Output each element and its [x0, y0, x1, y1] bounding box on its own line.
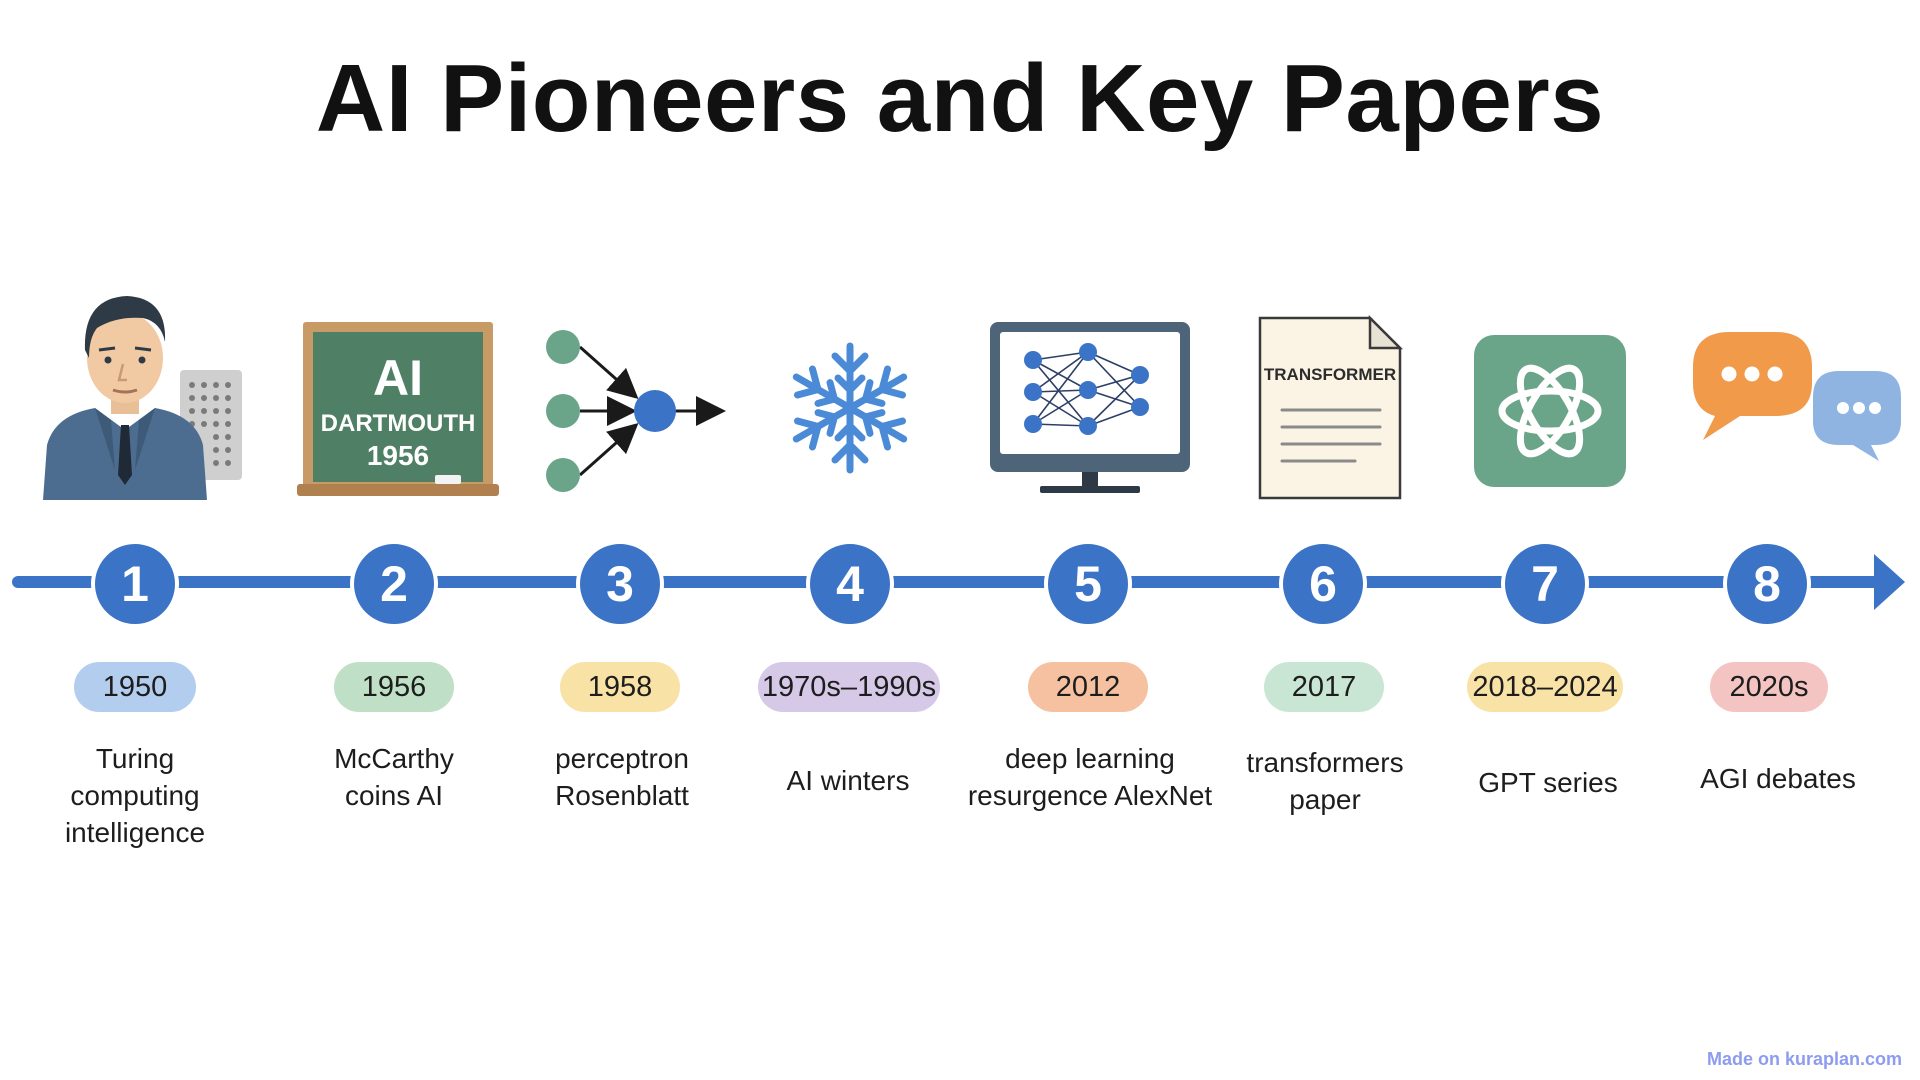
- description-line: intelligence: [64, 817, 206, 848]
- description-line: McCarthy: [334, 743, 454, 774]
- year-pill-5: 2012: [1028, 662, 1148, 712]
- neural-network-monitor-icon: [970, 280, 1210, 510]
- description-line: computing: [70, 780, 200, 811]
- description-line: AI winters: [786, 765, 910, 796]
- document-icon: TRANSFORMER: [1210, 280, 1450, 510]
- year-pill-3: 1958: [560, 662, 680, 712]
- chalkboard-icon: AI DARTMOUTH 1956: [275, 280, 515, 510]
- chalkboard-line2-text: 1956: [367, 440, 429, 471]
- timeline-arrowhead-icon: [1874, 554, 1905, 610]
- year-pill-4: 1970s–1990s: [758, 662, 940, 712]
- year-pill-2: 1956: [334, 662, 454, 712]
- year-pill-8: 2020s: [1710, 662, 1828, 712]
- alan-turing-portrait-icon: [15, 280, 255, 510]
- credit-link[interactable]: Made on kuraplan.com: [1706, 1049, 1902, 1069]
- description-line: paper: [1289, 784, 1361, 815]
- milestone-description-7: GPT series: [1418, 764, 1678, 801]
- milestone-description-2: McCarthy coins AI: [264, 740, 524, 814]
- description-line: deep learning: [1005, 743, 1175, 774]
- description-line: GPT series: [1478, 767, 1618, 798]
- perceptron-icon: [500, 280, 740, 510]
- milestone-number-8: 8: [1753, 556, 1781, 612]
- milestone-description-1: Turing computing intelligence: [5, 740, 265, 851]
- milestone-description-6: transformers paper: [1195, 744, 1455, 818]
- description-line: transformers: [1246, 747, 1404, 778]
- milestone-description-5: deep learning resurgence AlexNet: [950, 740, 1230, 814]
- milestone-number-1: 1: [121, 556, 149, 612]
- description-line: Turing: [95, 743, 175, 774]
- milestone-number-3: 3: [606, 556, 634, 612]
- description-line: Rosenblatt: [555, 780, 689, 811]
- chalkboard-big-text: AI: [373, 350, 423, 406]
- milestone-number-6: 6: [1309, 556, 1337, 612]
- milestone-number-4: 4: [836, 556, 864, 612]
- chalkboard-line1-text: DARTMOUTH: [321, 410, 476, 437]
- document-heading-text: TRANSFORMER: [1264, 365, 1396, 384]
- chat-bubbles-icon: [1665, 280, 1905, 510]
- milestone-description-8: AGI debates: [1648, 760, 1908, 797]
- year-pill-6: 2017: [1264, 662, 1384, 712]
- milestone-number-7: 7: [1531, 556, 1559, 612]
- description-line: AGI debates: [1700, 763, 1856, 794]
- milestone-description-3: perceptron Rosenblatt: [492, 740, 752, 814]
- snowflake-icon: [730, 280, 970, 510]
- description-line: perceptron: [555, 743, 689, 774]
- milestone-number-5: 5: [1074, 556, 1102, 612]
- timeline-track: [0, 540, 1920, 630]
- milestone-description-4: AI winters: [718, 762, 978, 799]
- page-title: AI Pioneers and Key Papers: [315, 45, 1605, 152]
- description-line: coins AI: [344, 780, 444, 811]
- year-pill-7: 2018–2024: [1467, 662, 1623, 712]
- description-line: resurgence AlexNet: [967, 780, 1213, 811]
- year-pill-1: 1950: [74, 662, 196, 712]
- gpt-logo-icon: [1430, 280, 1670, 510]
- milestone-number-2: 2: [380, 556, 408, 612]
